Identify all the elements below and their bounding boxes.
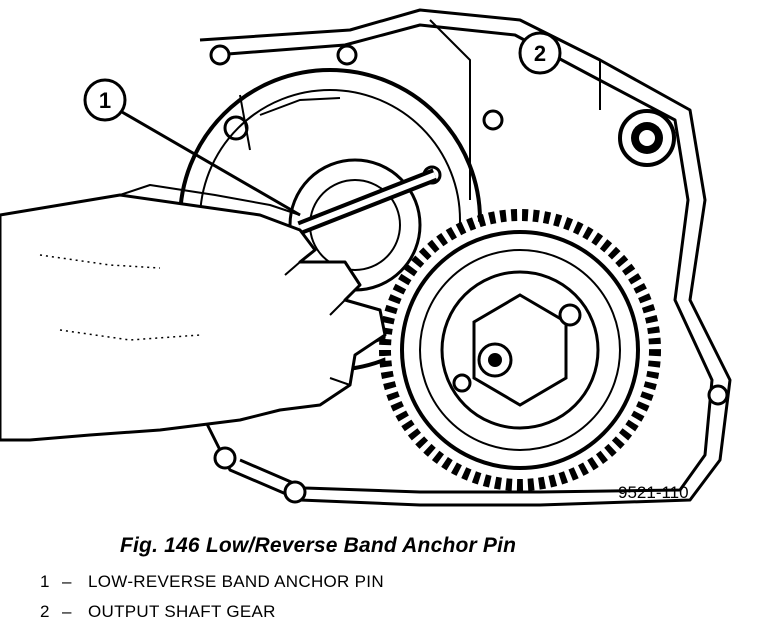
callout-2: 2: [518, 31, 562, 75]
figure-caption: Fig. 146 Low/Reverse Band Anchor Pin: [120, 534, 517, 557]
bolt: [707, 384, 729, 406]
bolt: [209, 44, 231, 66]
legend-item: 2–OUTPUT SHAFT GEAR: [40, 602, 276, 622]
legend-number: 2: [40, 602, 50, 621]
bolt: [213, 446, 237, 470]
callout-1: 1: [83, 78, 301, 217]
legend-label: LOW-REVERSE BAND ANCHOR PIN: [88, 572, 384, 591]
output-shaft-gear: [379, 209, 661, 491]
bolt: [283, 480, 307, 504]
bolt: [336, 44, 358, 66]
anchor-pin: [297, 168, 438, 235]
technical-illustration: 1 2 9521-110: [0, 8, 732, 507]
legend-dash: –: [62, 602, 72, 621]
legend-dash: –: [62, 572, 72, 591]
svg-text:1: 1: [99, 88, 111, 113]
hand: [0, 184, 387, 442]
drawing-code: 9521-110: [618, 483, 689, 502]
legend-label: OUTPUT SHAFT GEAR: [88, 602, 276, 621]
svg-text:2: 2: [534, 41, 546, 66]
transmission-case: [199, 8, 732, 507]
large-bolt: [618, 109, 676, 167]
case-bolts: [209, 44, 729, 504]
legend-item: 1–LOW-REVERSE BAND ANCHOR PIN: [40, 572, 384, 592]
bolt: [482, 109, 504, 131]
legend-number: 1: [40, 572, 50, 591]
